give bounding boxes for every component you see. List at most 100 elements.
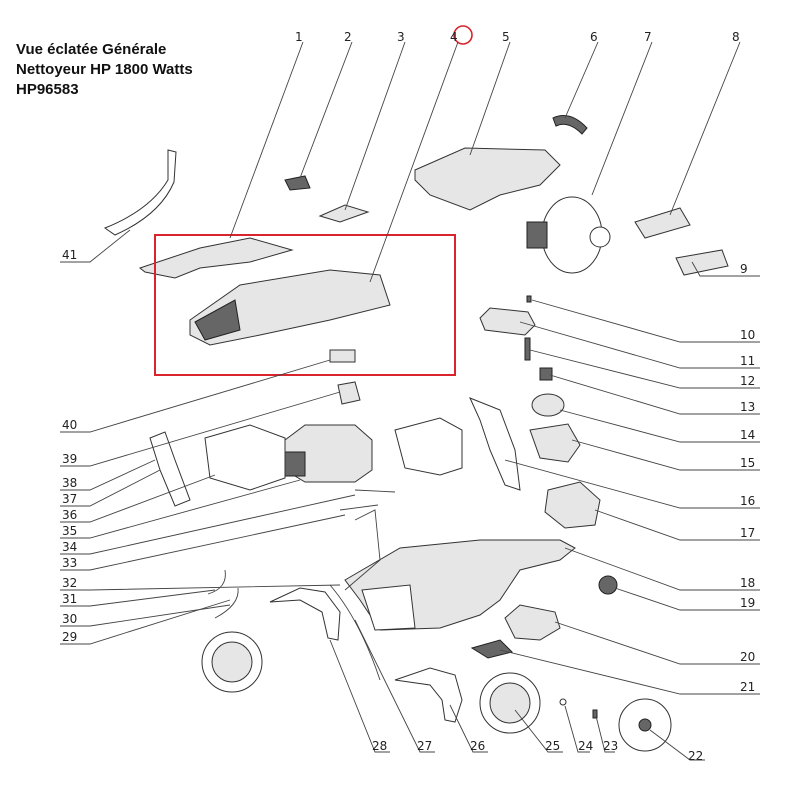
callout-label-39: 39 xyxy=(62,452,77,466)
callout-label-9: 9 xyxy=(740,262,748,276)
callout-label-5: 5 xyxy=(502,30,510,44)
callout-label-28: 28 xyxy=(372,739,387,753)
part-25-inner xyxy=(489,682,531,724)
leader-line-38 xyxy=(60,459,156,491)
callout-label-24: 24 xyxy=(578,739,593,753)
leader-line-40 xyxy=(60,359,331,433)
leader-line-16 xyxy=(504,459,760,509)
callout-label-10: 10 xyxy=(740,328,755,342)
leader-line-12 xyxy=(529,349,760,389)
callout-label-13: 13 xyxy=(740,400,755,414)
part-24 xyxy=(559,698,567,706)
part-8 xyxy=(634,207,691,239)
callout-label-36: 36 xyxy=(62,508,77,522)
diagram-title-line1: Vue éclatée Générale xyxy=(16,41,167,58)
callout-label-1: 1 xyxy=(295,30,303,44)
leader-line-23 xyxy=(595,715,615,753)
callout-label-4: 4 xyxy=(450,30,458,44)
callout-label-14: 14 xyxy=(740,428,755,442)
part-19 xyxy=(598,575,618,595)
leader-line-3 xyxy=(344,41,406,211)
callout-label-22: 22 xyxy=(688,749,703,763)
part-29-inner xyxy=(211,641,253,683)
leader-line-21 xyxy=(499,649,760,695)
callout-label-6: 6 xyxy=(590,30,598,44)
callout-label-41: 41 xyxy=(62,248,77,262)
leader-line-25 xyxy=(514,709,563,753)
leader-line-15 xyxy=(571,439,760,471)
callout-label-37: 37 xyxy=(62,492,77,506)
leader-line-6 xyxy=(564,41,599,119)
leader-line-20 xyxy=(554,621,760,665)
leader-line-13 xyxy=(549,374,760,415)
part-27 xyxy=(329,584,381,681)
callout-label-11: 11 xyxy=(740,354,755,368)
leader-lines xyxy=(60,41,760,761)
leader-line-8 xyxy=(669,41,741,216)
leader-line-14 xyxy=(559,409,760,443)
part-30 xyxy=(214,587,239,619)
leader-line-41 xyxy=(60,229,131,263)
part-34 xyxy=(354,489,396,493)
leader-line-10 xyxy=(531,299,760,343)
callout-label-25: 25 xyxy=(545,739,560,753)
leader-line-1 xyxy=(229,41,304,239)
callout-label-18: 18 xyxy=(740,576,755,590)
leader-line-37 xyxy=(60,469,161,507)
leader-line-36 xyxy=(60,474,216,523)
callout-label-32: 32 xyxy=(62,576,77,590)
part-40 xyxy=(329,349,356,363)
leader-line-9 xyxy=(691,261,760,277)
part-15 xyxy=(529,423,581,463)
leader-line-32 xyxy=(60,584,341,591)
part-3 xyxy=(318,204,370,223)
leader-line-19 xyxy=(614,587,760,611)
part-38 xyxy=(149,431,191,507)
callout-label-21: 21 xyxy=(740,680,755,694)
part-21 xyxy=(470,639,513,659)
part-9 xyxy=(675,249,729,276)
leader-line-27 xyxy=(354,619,435,753)
leader-line-7 xyxy=(591,41,653,196)
part-12 xyxy=(524,337,531,361)
callout-label-40: 40 xyxy=(62,418,77,432)
callout-label-30: 30 xyxy=(62,612,77,626)
diagram-title-line2: Nettoyeur HP 1800 Watts xyxy=(16,61,193,78)
callout-label-15: 15 xyxy=(740,456,755,470)
callout-label-8: 8 xyxy=(732,30,740,44)
part-28 xyxy=(269,587,341,641)
leader-line-33 xyxy=(60,514,346,571)
part-23 xyxy=(592,709,598,719)
part-16 xyxy=(469,397,521,491)
part-10 xyxy=(526,295,532,303)
callout-label-7: 7 xyxy=(644,30,652,44)
callout-label-38: 38 xyxy=(62,476,77,490)
leader-line-5 xyxy=(469,41,511,156)
leader-line-35 xyxy=(60,479,301,539)
part-35-terminal xyxy=(284,451,306,477)
part-5 xyxy=(414,147,561,211)
callout-label-3: 3 xyxy=(397,30,405,44)
part-motor-shroud xyxy=(394,417,463,476)
part-22-hub xyxy=(638,718,652,732)
part-20 xyxy=(504,604,561,641)
callout-label-35: 35 xyxy=(62,524,77,538)
leader-line-17 xyxy=(594,509,760,541)
callout-label-29: 29 xyxy=(62,630,77,644)
part-32 xyxy=(344,509,381,591)
part-6 xyxy=(552,115,588,135)
callout-label-16: 16 xyxy=(740,494,755,508)
parts-drawing xyxy=(103,115,729,752)
callout-label-27: 27 xyxy=(417,739,432,753)
leader-line-39 xyxy=(60,391,341,467)
leader-line-11 xyxy=(519,321,760,369)
leader-line-28 xyxy=(329,639,390,753)
part-26 xyxy=(394,667,463,723)
leader-line-29 xyxy=(60,599,231,645)
leader-line-18 xyxy=(564,547,760,591)
part-14 xyxy=(531,393,565,417)
part-18-grid xyxy=(361,584,416,631)
diagram-title-line3: HP96583 xyxy=(16,81,79,98)
callout-label-12: 12 xyxy=(740,374,755,388)
